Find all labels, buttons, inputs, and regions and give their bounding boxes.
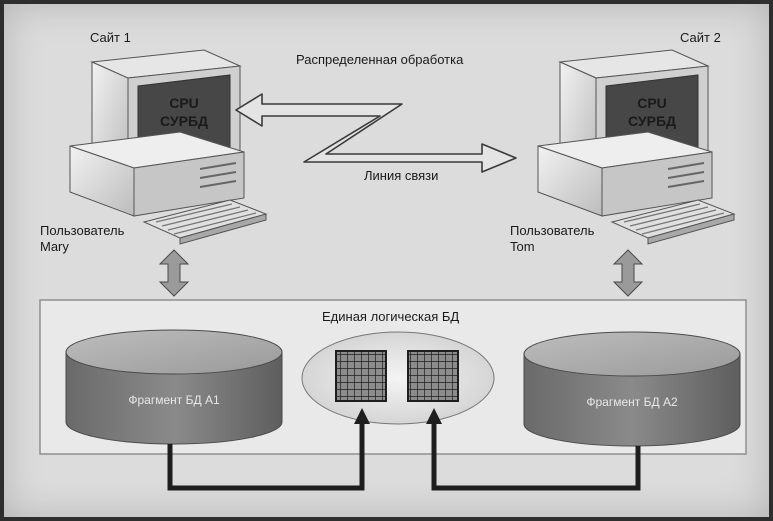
table-grid-icon-right: [407, 350, 459, 402]
logical-db-oval: [301, 331, 495, 425]
double-arrow-left: [158, 249, 190, 297]
distributed-processing-label: Распределенная обработка: [296, 52, 464, 67]
site-1-title: Сайт 1: [90, 30, 131, 45]
user-1-name: Mary: [40, 239, 69, 254]
fragment-a1-label: Фрагмент БД А1: [128, 393, 220, 407]
fragment-a2-label: Фрагмент БД А2: [586, 395, 678, 409]
site-1-screen-dbms: СУРБД: [160, 113, 208, 129]
site-1-screen-cpu: CPU: [169, 95, 199, 111]
double-arrow-right: [612, 249, 644, 297]
diagram-frame: Сайт 1 Сайт 2 CPU СУРБД CPU СУРБД Распре…: [4, 4, 769, 517]
computer-site-1: [69, 49, 268, 245]
fragment-a1-cylinder: [65, 329, 283, 445]
distributed-db-diagram: Сайт 1 Сайт 2 CPU СУРБД CPU СУРБД Распре…: [39, 30, 747, 491]
user-2-label: Пользователь: [510, 223, 595, 238]
user-2-name: Tom: [510, 239, 535, 254]
table-grid-icon-left: [335, 350, 387, 402]
fragment-a2-cylinder: [523, 331, 741, 447]
site-2-screen-cpu: CPU: [637, 95, 667, 111]
logical-db-label: Единая логическая БД: [322, 309, 459, 324]
connector-a2-to-table: [431, 422, 641, 491]
user-1-label: Пользователь: [40, 223, 125, 238]
link-label: Линия связи: [364, 168, 438, 183]
site-2-title: Сайт 2: [680, 30, 721, 45]
computer-site-2: [537, 49, 736, 245]
site-2-screen-dbms: СУРБД: [628, 113, 676, 129]
communication-link-arrow: [235, 93, 517, 173]
connector-a1-to-table: [167, 422, 365, 491]
